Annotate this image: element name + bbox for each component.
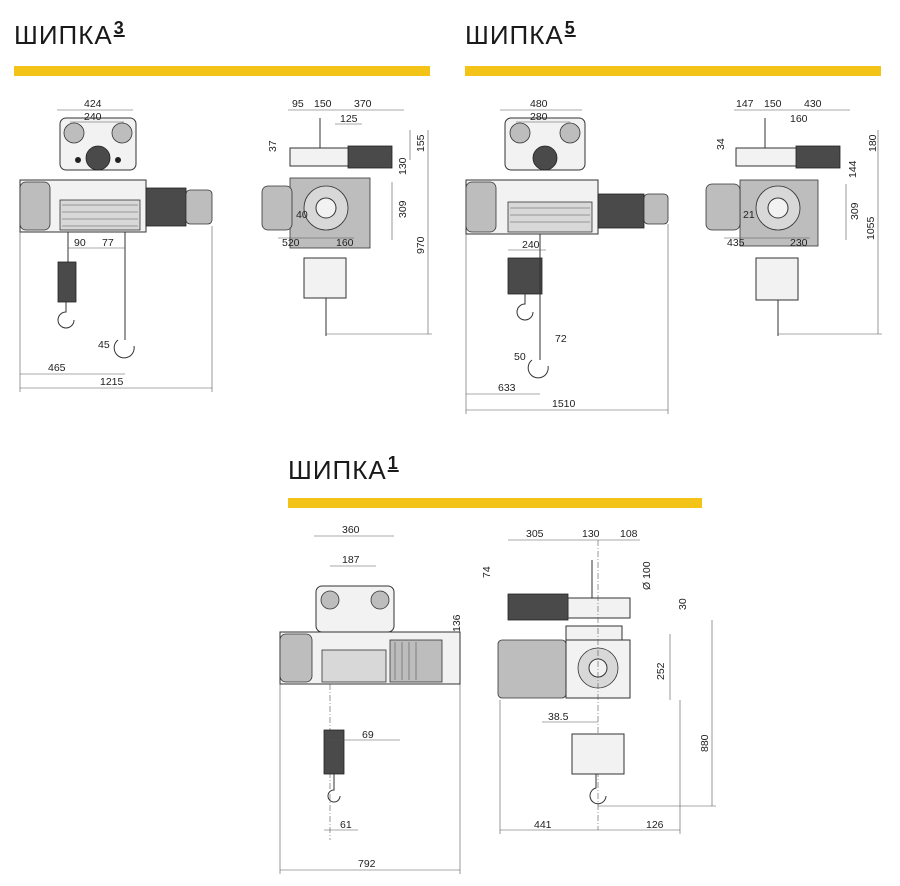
dim-label: 126 xyxy=(646,819,664,831)
accent-bar-shipka-5 xyxy=(465,66,881,76)
dim-label: 465 xyxy=(48,362,66,374)
dim-label: 155 xyxy=(415,134,427,152)
dim-label: 424 xyxy=(84,98,102,110)
title-sup: 5 xyxy=(564,18,576,38)
dim-label: 1215 xyxy=(100,376,124,388)
dim-label: 69 xyxy=(362,729,374,741)
dim-label: 50 xyxy=(514,351,526,363)
section-title-shipka-1: ШИПКА1 xyxy=(288,453,399,486)
dim-label: 480 xyxy=(530,98,548,110)
dim-label: 435 xyxy=(727,237,745,249)
dim-label: 430 xyxy=(804,98,822,110)
s3-side-view: 95 150 370 125 37 155 130 309 40 520 160… xyxy=(261,98,432,336)
dim-label: 309 xyxy=(397,200,409,218)
dim-label: 633 xyxy=(498,382,516,394)
dim-label: 136 xyxy=(451,614,463,632)
dim-label: 125 xyxy=(340,113,358,125)
dim-label: 880 xyxy=(699,734,711,752)
dim-label: 108 xyxy=(620,528,638,540)
dim-label: 45 xyxy=(98,339,110,351)
dim-label: 160 xyxy=(790,113,808,125)
accent-bar-shipka-1 xyxy=(288,498,702,508)
dim-label: 74 xyxy=(481,566,493,578)
dim-label: 370 xyxy=(354,98,372,110)
dim-label: 305 xyxy=(526,528,544,540)
dim-label: 240 xyxy=(84,111,102,123)
dim-label: 230 xyxy=(790,237,808,249)
dim-label: 441 xyxy=(534,819,552,831)
title-sup: 1 xyxy=(387,453,399,473)
dim-label: 144 xyxy=(847,160,859,178)
dim-label: 37 xyxy=(267,140,279,152)
dim-label: 130 xyxy=(582,528,600,540)
accent-bar-shipka-3 xyxy=(14,66,430,76)
dim-label: 21 xyxy=(743,209,755,221)
dim-label: 90 xyxy=(74,237,86,249)
title-text: ШИПКА xyxy=(288,455,387,485)
title-text: ШИПКА xyxy=(14,20,113,50)
dim-label: 309 xyxy=(849,202,861,220)
title-text: ШИПКА xyxy=(465,20,564,50)
dim-label: 147 xyxy=(736,98,754,110)
dim-label: 180 xyxy=(867,134,879,152)
dim-label: 95 xyxy=(292,98,304,110)
dim-label: 150 xyxy=(314,98,332,110)
dim-label: 252 xyxy=(655,662,667,680)
dim-label: 1510 xyxy=(552,398,576,410)
dim-label: 187 xyxy=(342,554,360,566)
s1-side-view: 305 130 108 74 Ø 100 136 30 252 38.5 880… xyxy=(451,528,716,834)
s5-front-view: 480 280 240 72 50 633 1510 xyxy=(465,98,669,414)
dim-label: 150 xyxy=(764,98,782,110)
dim-label: 240 xyxy=(522,239,540,251)
title-sup: 3 xyxy=(113,18,125,38)
dim-label: 520 xyxy=(282,237,300,249)
dim-label: 970 xyxy=(415,236,427,254)
dim-label: 792 xyxy=(358,858,376,870)
dim-label: 77 xyxy=(102,237,114,249)
dim-label: 38.5 xyxy=(548,711,569,723)
dim-label: 61 xyxy=(340,819,352,831)
s1-front-view: 360 187 69 61 792 xyxy=(279,524,461,874)
dim-label: 130 xyxy=(397,157,409,175)
dim-label: 34 xyxy=(715,138,727,150)
dim-label: 360 xyxy=(342,524,360,536)
s5-side-view: 147 150 430 160 34 180 144 309 21 435 23… xyxy=(705,98,882,336)
dim-label: 72 xyxy=(555,333,567,345)
section-title-shipka-5: ШИПКА5 xyxy=(465,18,576,51)
dim-label: 280 xyxy=(530,111,548,123)
dim-label: Ø 100 xyxy=(641,561,653,590)
dim-label: 40 xyxy=(296,209,308,221)
dim-label: 30 xyxy=(677,598,689,610)
s3-front-view: 424 240 90 77 45 465 1215 xyxy=(19,98,213,392)
dim-label: 160 xyxy=(336,237,354,249)
section-title-shipka-3: ШИПКА3 xyxy=(14,18,125,51)
dim-label: 1055 xyxy=(865,216,877,240)
